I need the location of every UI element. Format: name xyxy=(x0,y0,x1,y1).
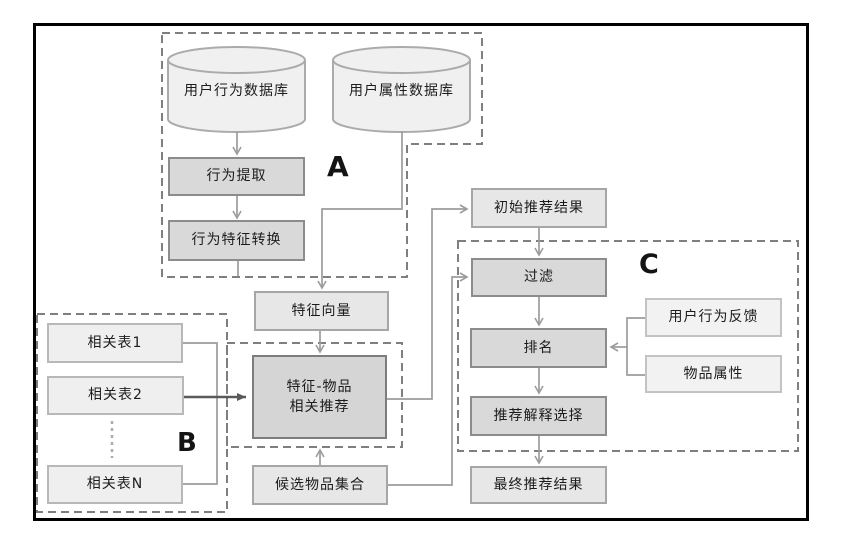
node-related-table-2: 相关表2 xyxy=(47,376,184,415)
node-rec-explain-select: 推荐解释选择 xyxy=(470,396,607,436)
user-behavior-db-cylinder-top xyxy=(167,46,306,74)
node-label: 排名 xyxy=(523,339,554,356)
node-user-behavior-db-label: 用户行为数据库 xyxy=(168,62,305,118)
user-attr-db-cylinder-top xyxy=(332,46,471,74)
node-final-rec-result: 最终推荐结果 xyxy=(470,466,607,504)
node-candidate-item-set: 候选物品集合 xyxy=(252,465,388,505)
node-ranking: 排名 xyxy=(470,328,607,368)
node-label: 过滤 xyxy=(524,269,554,286)
section-b-label: B xyxy=(177,428,197,458)
node-label: 相关表2 xyxy=(88,387,143,404)
node-label: 用户行为数据库 xyxy=(184,83,289,99)
node-feature-item-rec: 特征-物品 相关推荐 xyxy=(252,355,387,439)
node-label: 特征-物品 相关推荐 xyxy=(286,378,353,415)
diagram-frame xyxy=(33,23,809,521)
node-user-behavior-feedback: 用户行为反馈 xyxy=(645,298,782,337)
node-related-table-1: 相关表1 xyxy=(47,323,183,363)
node-label: 最终推荐结果 xyxy=(493,476,584,493)
node-label: 相关表N xyxy=(86,476,144,493)
node-item-attributes: 物品属性 xyxy=(645,355,782,393)
section-a-label: A xyxy=(327,150,349,183)
node-related-table-n: 相关表N xyxy=(47,465,183,504)
node-label: 候选物品集合 xyxy=(275,476,365,493)
node-label: 特征向量 xyxy=(291,302,352,319)
connectors xyxy=(183,131,645,486)
bracket-feedback-sources xyxy=(626,317,645,376)
node-label: 用户属性数据库 xyxy=(349,83,454,99)
node-behavior-extract: 行为提取 xyxy=(168,157,305,196)
node-label: 用户行为反馈 xyxy=(668,309,759,326)
node-feature-vector: 特征向量 xyxy=(254,291,389,331)
node-label: 推荐解释选择 xyxy=(493,407,584,424)
node-behavior-feature-convert: 行为特征转换 xyxy=(168,220,305,261)
feature-item-dashed-outline xyxy=(226,342,403,448)
bracket-related-tables xyxy=(183,342,218,485)
node-user-attr-db-label: 用户属性数据库 xyxy=(333,62,470,118)
node-label: 初始推荐结果 xyxy=(494,199,584,216)
node-label: 行为特征转换 xyxy=(191,232,282,249)
section-outlines xyxy=(36,32,799,513)
node-filter: 过滤 xyxy=(471,258,607,297)
arrow-feature-item-to-initial xyxy=(387,204,469,400)
node-initial-rec-result: 初始推荐结果 xyxy=(471,188,607,228)
node-label: 行为提取 xyxy=(206,168,267,185)
node-label: 相关表1 xyxy=(87,334,143,351)
arrow-candidate-to-filter xyxy=(387,272,469,486)
node-label: 物品属性 xyxy=(683,365,744,382)
section-a-outline xyxy=(161,32,483,278)
arrow-attrdb-to-feature-vector xyxy=(317,131,403,290)
section-c-label: C xyxy=(639,249,659,280)
section-c-outline xyxy=(457,240,799,452)
